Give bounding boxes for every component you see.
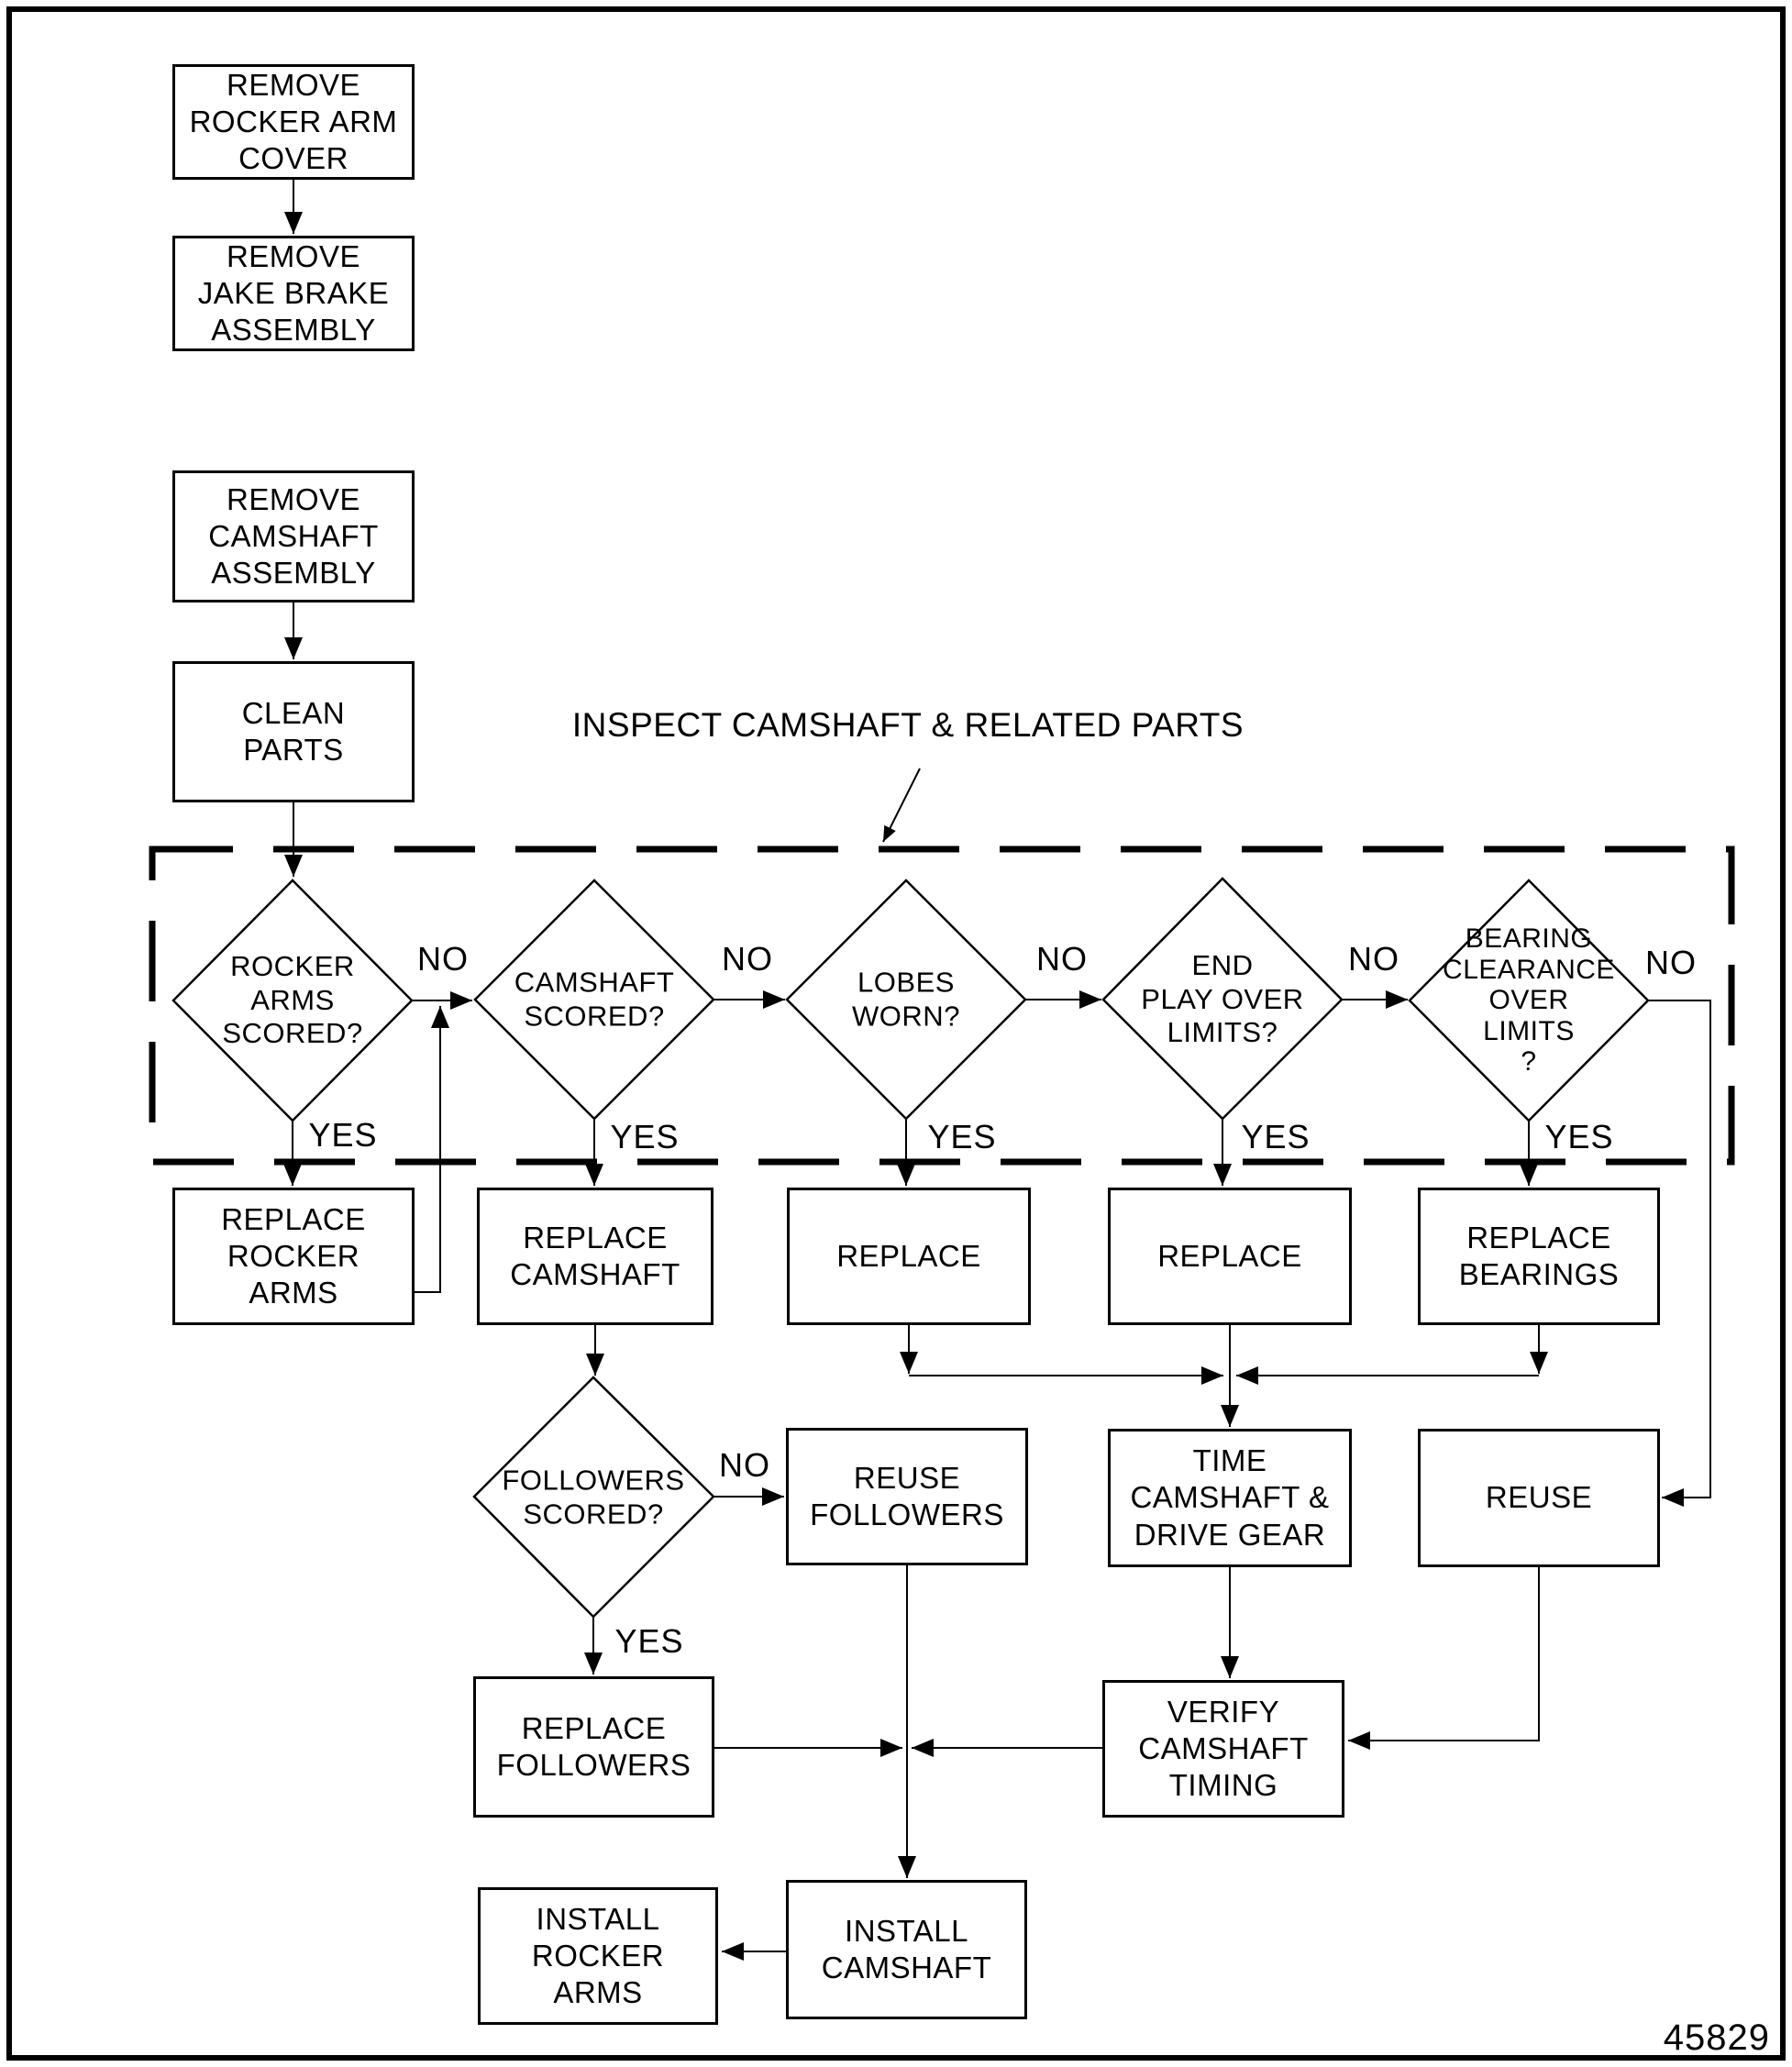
process-box-replace-rocker-arms: REPLACE ROCKER ARMS bbox=[172, 1188, 415, 1325]
label-yes-rocker-arms: YES bbox=[308, 1116, 378, 1154]
decision-end-play-over-limits: END PLAY OVER LIMITS? bbox=[1141, 949, 1304, 1049]
process-box-install-rocker-arms: INSTALL ROCKER ARMS bbox=[478, 1887, 718, 2025]
label-no-camshaft: NO bbox=[722, 940, 773, 978]
section-label-leader-line bbox=[882, 768, 921, 843]
process-box-install-camshaft: INSTALL CAMSHAFT bbox=[786, 1880, 1027, 2019]
label-yes-lobes: YES bbox=[927, 1118, 997, 1155]
process-box-clean-parts: CLEAN PARTS bbox=[172, 661, 415, 802]
decision-followers-scored: FOLLOWERS SCORED? bbox=[502, 1464, 685, 1530]
process-box-remove-jake-brake-assembly: REMOVE JAKE BRAKE ASSEMBLY bbox=[172, 236, 415, 351]
decision-camshaft-scored: CAMSHAFT SCORED? bbox=[514, 966, 675, 1032]
process-box-reuse: REUSE bbox=[1418, 1429, 1660, 1567]
page-border bbox=[6, 6, 1786, 2061]
arrow-reuse-to-verify-timing bbox=[1348, 1567, 1540, 1750]
process-box-remove-camshaft-assembly: REMOVE CAMSHAFT ASSEMBLY bbox=[172, 470, 415, 602]
arrow-replace-rocker-arms-feedback bbox=[415, 1006, 449, 1293]
process-box-reuse-followers: REUSE FOLLOWERS bbox=[786, 1428, 1028, 1565]
label-no-lobes: NO bbox=[1036, 940, 1088, 978]
label-no-followers: NO bbox=[719, 1446, 770, 1484]
process-box-remove-rocker-arm-cover: REMOVE ROCKER ARM COVER bbox=[172, 64, 415, 180]
label-no-bearing: NO bbox=[1645, 944, 1697, 981]
arrow-no-bearing-to-reuse bbox=[1648, 1000, 1711, 1507]
figure-part-number: 45829 bbox=[1663, 2017, 1770, 2058]
process-box-replace-end-play: REPLACE bbox=[1108, 1188, 1352, 1325]
label-yes-end-play: YES bbox=[1241, 1118, 1311, 1155]
label-no-rocker-arms: NO bbox=[417, 940, 469, 978]
inspect-section-label: INSPECT CAMSHAFT & RELATED PARTS bbox=[571, 706, 1244, 744]
label-yes-camshaft: YES bbox=[610, 1118, 680, 1155]
decision-lobes-worn: LOBES WORN? bbox=[852, 966, 960, 1032]
process-box-replace-bearings: REPLACE BEARINGS bbox=[1418, 1188, 1660, 1325]
label-yes-followers: YES bbox=[614, 1622, 684, 1660]
process-box-time-camshaft-drive-gear: TIME CAMSHAFT & DRIVE GEAR bbox=[1108, 1429, 1352, 1567]
process-box-replace-camshaft: REPLACE CAMSHAFT bbox=[477, 1188, 713, 1325]
process-box-replace-lobes: REPLACE bbox=[787, 1188, 1031, 1325]
dashed-inspection-boundary bbox=[149, 846, 1735, 1166]
label-yes-bearing: YES bbox=[1544, 1118, 1614, 1155]
decision-bearing-clearance-over-limits: BEARING CLEARANCE OVER LIMITS ? bbox=[1443, 923, 1615, 1078]
label-no-end-play: NO bbox=[1348, 940, 1399, 978]
decision-rocker-arms-scored: ROCKER ARMS SCORED? bbox=[222, 950, 363, 1050]
process-box-replace-followers: REPLACE FOLLOWERS bbox=[473, 1676, 714, 1818]
process-box-verify-camshaft-timing: VERIFY CAMSHAFT TIMING bbox=[1102, 1680, 1344, 1818]
